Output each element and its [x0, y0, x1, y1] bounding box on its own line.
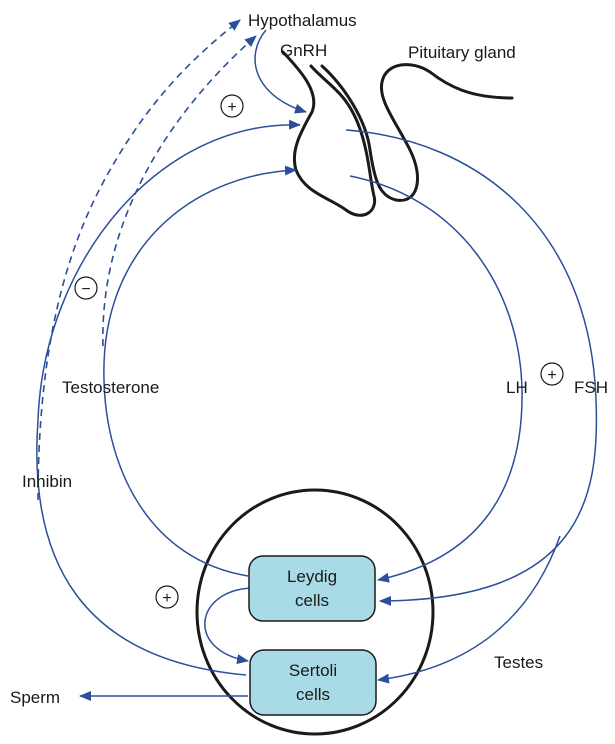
leydig-cells-label-line2: cells — [295, 591, 329, 610]
fsh-label: FSH — [574, 378, 608, 397]
leydig-sertoli-plus-sign: + — [156, 586, 178, 608]
lh-pathway-arrow — [350, 176, 522, 580]
svg-text:+: + — [162, 590, 171, 607]
pituitary-gland-outline — [283, 52, 375, 215]
testosterone-pathway-arrow — [104, 170, 296, 576]
testosterone-feedback-dashed-arrow — [103, 36, 256, 346]
feedback-minus-sign: − — [75, 277, 97, 299]
sertoli-cells-box: Sertoli cells — [250, 650, 376, 715]
sertoli-cells-label-line2: cells — [296, 685, 330, 704]
hypothalamus-label: Hypothalamus — [248, 11, 357, 30]
lh-fsh-plus-sign: + — [541, 363, 563, 385]
testes-label: Testes — [494, 653, 543, 672]
sertoli-cells-label-line1: Sertoli — [289, 661, 337, 680]
sperm-label: Sperm — [10, 688, 60, 707]
lh-label: LH — [506, 378, 528, 397]
gnrh-label: GnRH — [280, 41, 327, 60]
testosterone-label: Testosterone — [62, 378, 159, 397]
svg-text:+: + — [227, 99, 236, 116]
inhibin-label: Inhibin — [22, 472, 72, 491]
svg-text:+: + — [547, 367, 556, 384]
leydig-cells-box: Leydig cells — [249, 556, 375, 621]
pituitary-gland-label: Pituitary gland — [408, 43, 516, 62]
hypothalamus-plus-sign: + — [221, 95, 243, 117]
leydig-cells-label-line1: Leydig — [287, 567, 337, 586]
inhibin-feedback-dashed-arrow — [38, 20, 240, 500]
pituitary-posterior-outline — [322, 65, 512, 201]
leydig-to-sertoli-arrow — [205, 588, 252, 661]
svg-text:−: − — [81, 281, 90, 298]
